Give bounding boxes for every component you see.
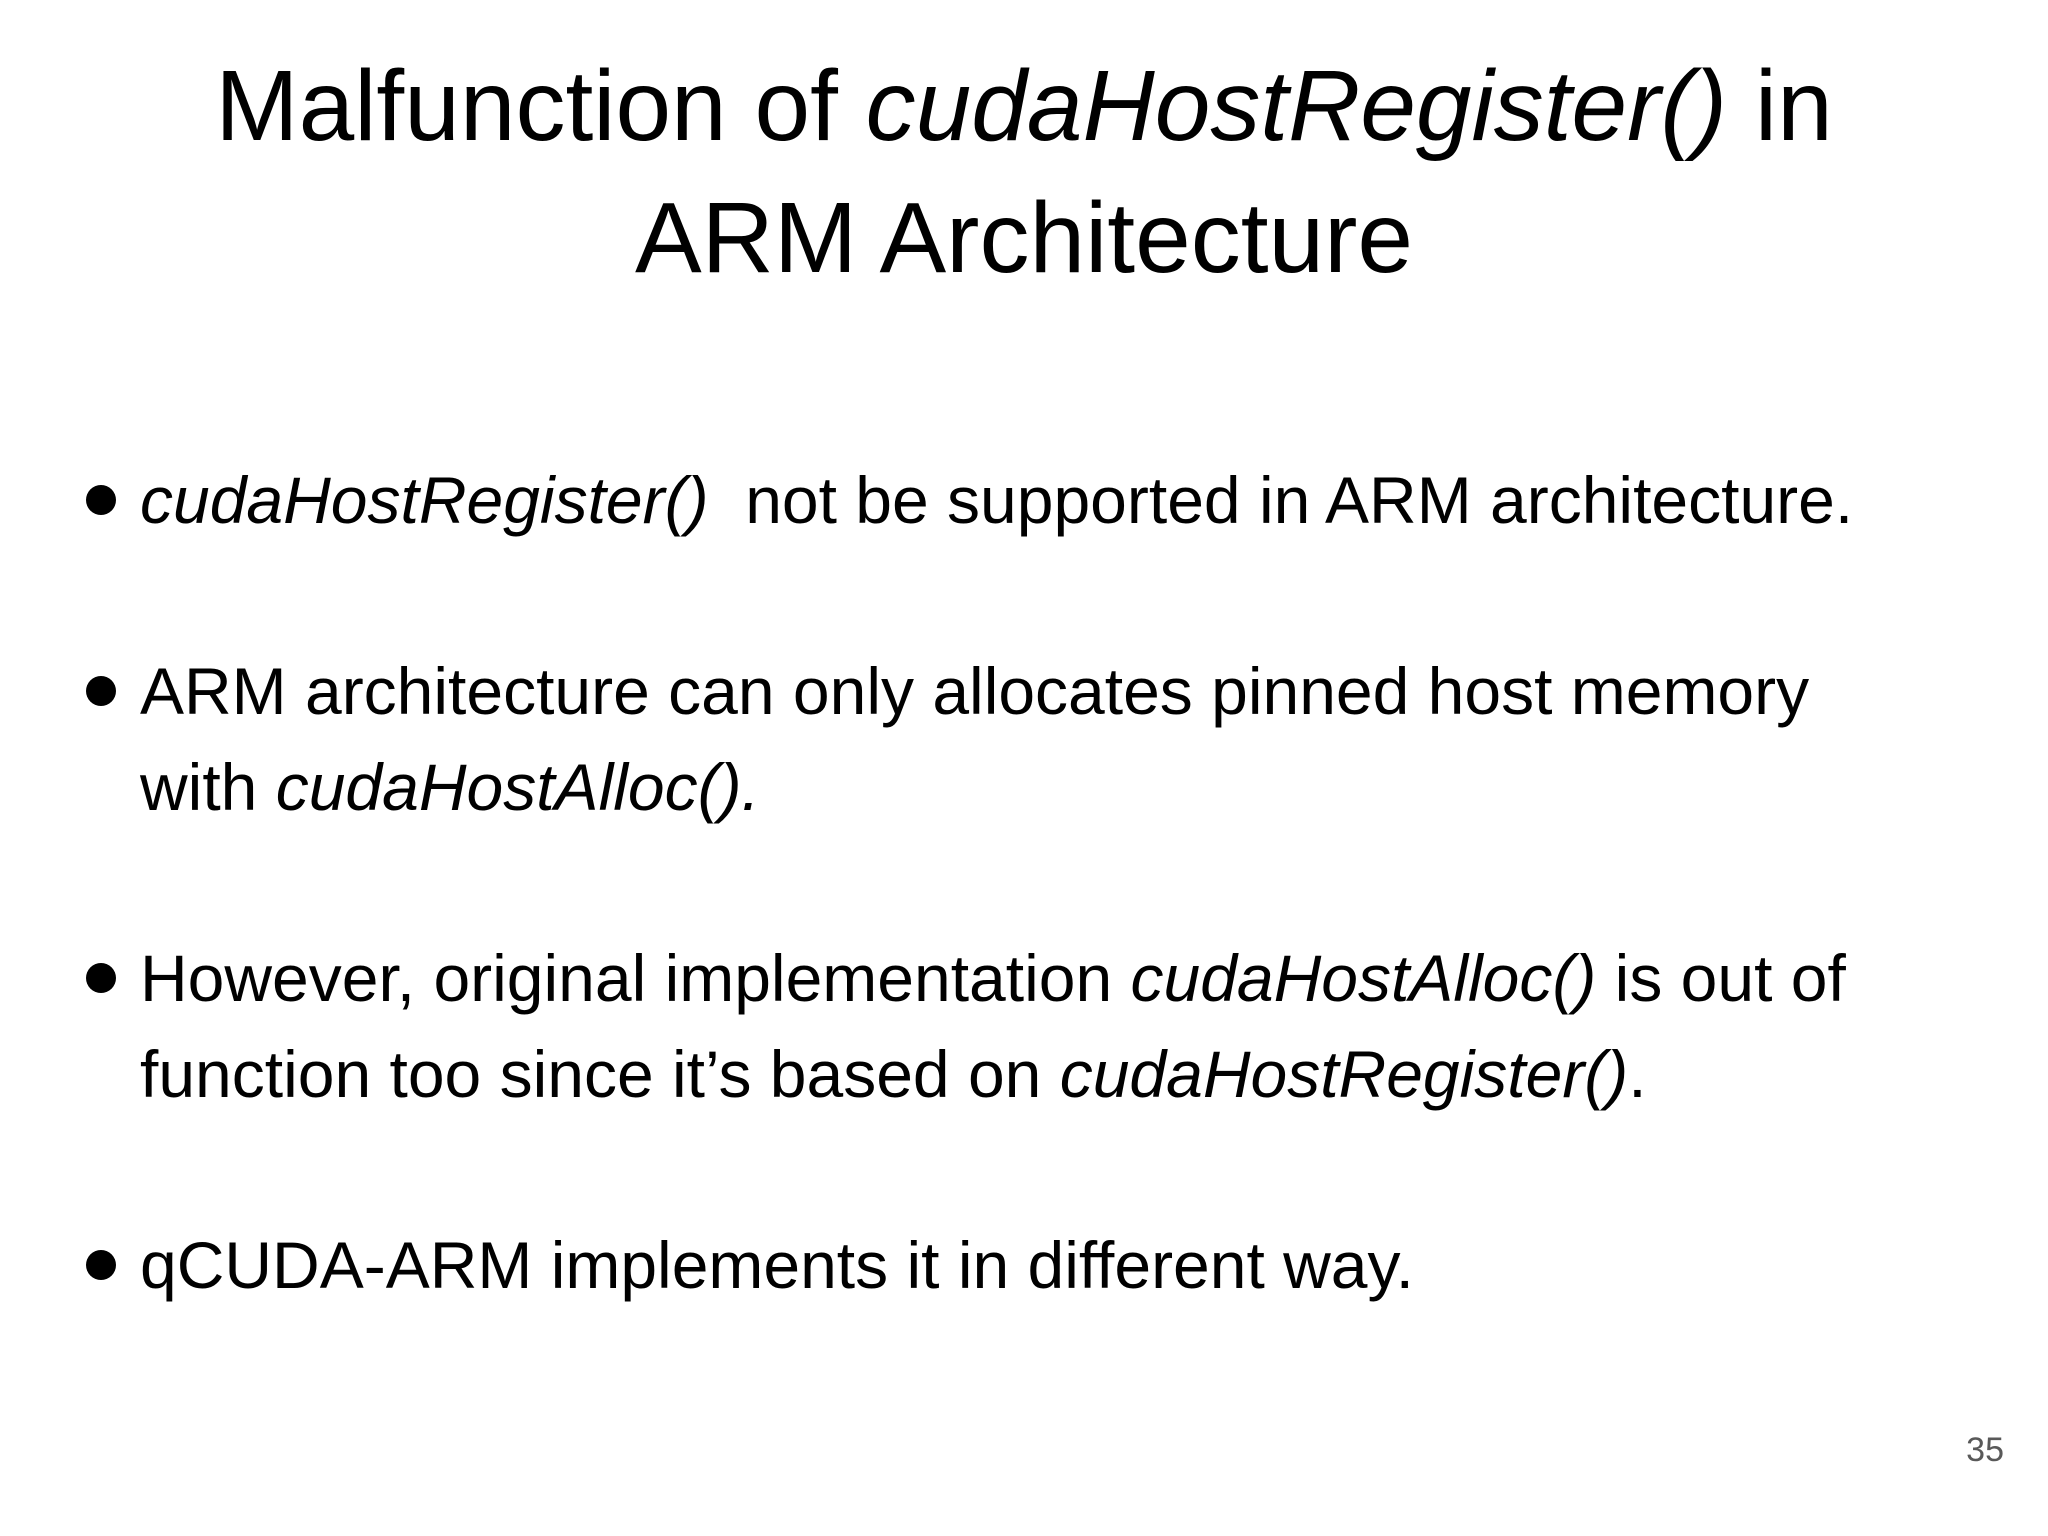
- bullet-list: cudaHostRegister() not be supported in A…: [86, 452, 2016, 1408]
- page-number: 35: [1966, 1431, 2004, 1469]
- bullet-icon: [86, 485, 116, 515]
- bullet-item: qCUDA-ARM implements it in different way…: [86, 1217, 2016, 1313]
- italic-code-text: cudaHostRegister(): [865, 50, 1728, 162]
- bullet-text: ARM architecture can only allocates pinn…: [140, 643, 1809, 835]
- italic-code-text: cudaHostRegister(): [1059, 1037, 1629, 1111]
- bullet-item: ARM architecture can only allocates pinn…: [86, 643, 2016, 835]
- plain-text: in ARM Architecture: [634, 50, 1833, 294]
- bullet-text: However, original implementation cudaHos…: [140, 930, 1846, 1122]
- bullet-item: However, original implementation cudaHos…: [86, 930, 2016, 1122]
- plain-text: ARM architecture can only allocates pinn…: [140, 654, 1810, 824]
- plain-text: .: [1628, 1037, 1647, 1111]
- plain-text: Malfunction of: [215, 50, 866, 162]
- plain-text: However, original implementation: [140, 941, 1131, 1015]
- bullet-item: cudaHostRegister() not be supported in A…: [86, 452, 2016, 548]
- bullet-icon: [86, 676, 116, 706]
- italic-code-text: cudaHostRegister(): [140, 463, 709, 537]
- bullet-text: cudaHostRegister() not be supported in A…: [140, 452, 1853, 548]
- plain-text: not be supported in ARM architecture.: [708, 463, 1854, 537]
- slide-title: Malfunction of cudaHostRegister() in ARM…: [0, 40, 2048, 304]
- bullet-icon: [86, 963, 116, 993]
- italic-code-text: cudaHostAlloc().: [275, 750, 760, 824]
- bullet-icon: [86, 1250, 116, 1280]
- italic-code-text: cudaHostAlloc(): [1130, 941, 1597, 1015]
- plain-text: qCUDA-ARM implements it in different way…: [140, 1228, 1414, 1302]
- bullet-text: qCUDA-ARM implements it in different way…: [140, 1217, 1414, 1313]
- plain-text: is out of function too since it’s based …: [140, 941, 1846, 1111]
